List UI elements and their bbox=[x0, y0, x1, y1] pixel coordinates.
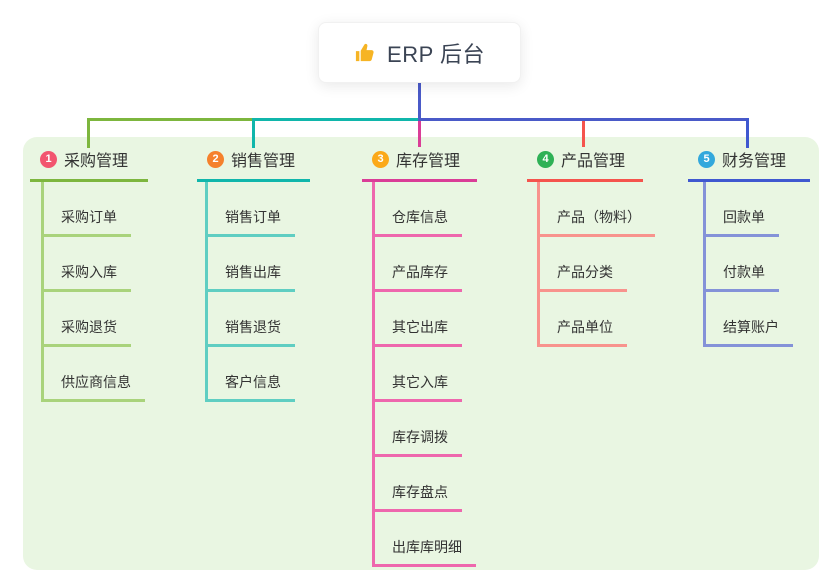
background-panel bbox=[23, 137, 819, 570]
child-node[interactable]: 产品单位 bbox=[540, 317, 627, 347]
child-row: 出库库明细 bbox=[375, 512, 477, 567]
thumbs-up-icon bbox=[354, 41, 377, 64]
child-row: 销售出库 bbox=[208, 237, 310, 292]
child-row: 产品库存 bbox=[375, 237, 477, 292]
root-trunk-line bbox=[418, 83, 421, 119]
branch-label: 产品管理 bbox=[561, 153, 626, 170]
child-node[interactable]: 产品（物料） bbox=[540, 207, 655, 237]
connector-purchase-line bbox=[87, 118, 253, 121]
child-node[interactable]: 出库库明细 bbox=[375, 537, 476, 567]
child-row: 结算账户 bbox=[706, 292, 810, 347]
branch-badge: 5 bbox=[698, 150, 715, 168]
child-node[interactable]: 其它入库 bbox=[375, 372, 462, 402]
child-row: 客户信息 bbox=[208, 347, 310, 402]
child-node[interactable]: 供应商信息 bbox=[44, 372, 145, 402]
child-row: 产品（物料） bbox=[540, 182, 655, 237]
child-node[interactable]: 销售订单 bbox=[208, 207, 295, 237]
branch-node-sales[interactable]: 2 销售管理 bbox=[197, 147, 310, 182]
branch-purchase: 1 采购管理 采购订单 采购入库 采购退货 供应商信息 bbox=[30, 147, 148, 402]
child-row: 采购订单 bbox=[44, 182, 148, 237]
root-title: ERP 后台 bbox=[387, 41, 485, 67]
branch-node-product[interactable]: 4 产品管理 bbox=[527, 147, 643, 182]
branch-badge: 2 bbox=[207, 150, 224, 168]
child-row: 其它出库 bbox=[375, 292, 477, 347]
child-node[interactable]: 采购订单 bbox=[44, 207, 131, 237]
drop-inventory-line bbox=[418, 121, 421, 147]
child-row: 仓库信息 bbox=[375, 182, 477, 237]
child-row: 回款单 bbox=[706, 182, 810, 237]
branch-inventory: 3 库存管理 仓库信息 产品库存 其它出库 其它入库 库存调拨 库存盘点 出库库… bbox=[362, 147, 477, 567]
child-node[interactable]: 客户信息 bbox=[208, 372, 295, 402]
branch-label: 财务管理 bbox=[722, 153, 787, 170]
child-row: 供应商信息 bbox=[44, 347, 148, 402]
child-node[interactable]: 产品分类 bbox=[540, 262, 627, 292]
branch-children: 仓库信息 产品库存 其它出库 其它入库 库存调拨 库存盘点 出库库明细 bbox=[372, 182, 477, 567]
branch-label: 销售管理 bbox=[231, 153, 296, 170]
child-row: 采购退货 bbox=[44, 292, 148, 347]
branch-children: 回款单 付款单 结算账户 bbox=[703, 182, 810, 347]
child-node[interactable]: 回款单 bbox=[706, 207, 779, 237]
child-node[interactable]: 仓库信息 bbox=[375, 207, 462, 237]
drop-finance-line bbox=[746, 118, 749, 148]
child-node[interactable]: 销售退货 bbox=[208, 317, 295, 347]
child-node[interactable]: 库存调拨 bbox=[375, 427, 462, 457]
child-node[interactable]: 其它出库 bbox=[375, 317, 462, 347]
branch-node-inventory[interactable]: 3 库存管理 bbox=[362, 147, 477, 182]
branch-finance: 5 财务管理 回款单 付款单 结算账户 bbox=[688, 147, 810, 347]
child-row: 销售退货 bbox=[208, 292, 310, 347]
branch-label: 库存管理 bbox=[396, 153, 461, 170]
child-node[interactable]: 采购入库 bbox=[44, 262, 131, 292]
root-node[interactable]: ERP 后台 bbox=[318, 22, 521, 83]
child-node[interactable]: 结算账户 bbox=[706, 317, 793, 347]
branch-label: 采购管理 bbox=[64, 153, 129, 170]
branch-node-finance[interactable]: 5 财务管理 bbox=[688, 147, 810, 182]
branch-children: 销售订单 销售出库 销售退货 客户信息 bbox=[205, 182, 310, 402]
child-row: 其它入库 bbox=[375, 347, 477, 402]
branch-children: 产品（物料） 产品分类 产品单位 bbox=[537, 182, 655, 347]
branch-node-purchase[interactable]: 1 采购管理 bbox=[30, 147, 148, 182]
child-node[interactable]: 库存盘点 bbox=[375, 482, 462, 512]
branch-product: 4 产品管理 产品（物料） 产品分类 产品单位 bbox=[527, 147, 655, 347]
drop-purchase-line bbox=[87, 118, 90, 148]
child-row: 产品分类 bbox=[540, 237, 655, 292]
branch-badge: 4 bbox=[537, 150, 554, 168]
child-row: 库存调拨 bbox=[375, 402, 477, 457]
child-node[interactable]: 销售出库 bbox=[208, 262, 295, 292]
child-node[interactable]: 采购退货 bbox=[44, 317, 131, 347]
branch-children: 采购订单 采购入库 采购退货 供应商信息 bbox=[41, 182, 148, 402]
child-row: 销售订单 bbox=[208, 182, 310, 237]
child-node[interactable]: 付款单 bbox=[706, 262, 779, 292]
branch-badge: 1 bbox=[40, 150, 57, 168]
child-row: 付款单 bbox=[706, 237, 810, 292]
connector-finance-line bbox=[418, 118, 749, 121]
child-row: 库存盘点 bbox=[375, 457, 477, 512]
child-row: 采购入库 bbox=[44, 237, 148, 292]
connector-sales-line bbox=[252, 118, 419, 121]
drop-sales-line bbox=[252, 118, 255, 148]
child-node[interactable]: 产品库存 bbox=[375, 262, 462, 292]
drop-product-line bbox=[582, 121, 585, 147]
child-row: 产品单位 bbox=[540, 292, 655, 347]
branch-sales: 2 销售管理 销售订单 销售出库 销售退货 客户信息 bbox=[197, 147, 310, 402]
branch-badge: 3 bbox=[372, 150, 389, 168]
